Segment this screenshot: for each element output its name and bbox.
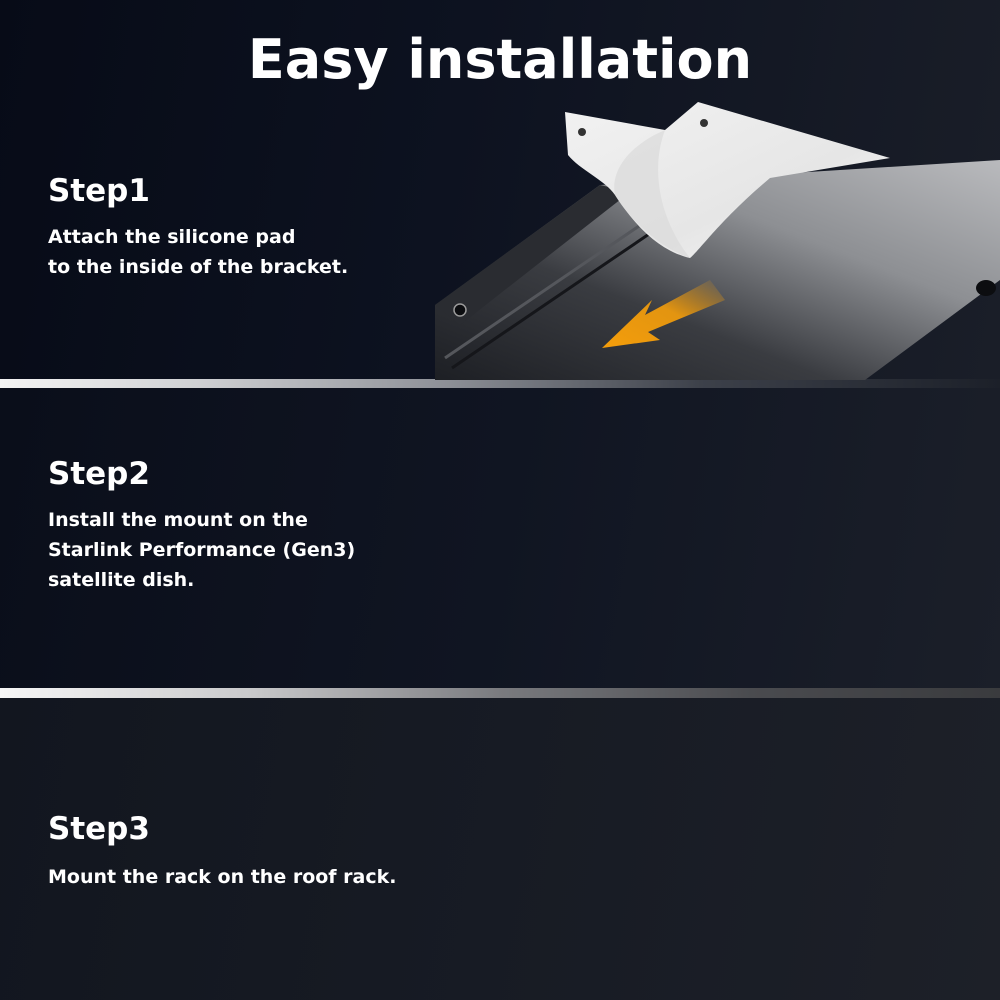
section-divider (0, 688, 1000, 698)
step1-desc-line1: Attach the silicone pad (48, 226, 296, 248)
step3-desc-line1: Mount the rack on the roof rack. (48, 866, 397, 888)
step2-text: Step2 Install the mount on the Starlink … (48, 455, 355, 595)
page-title: Easy installation (247, 28, 753, 91)
step2-title: Step2 (48, 456, 150, 492)
step2-desc-line1: Install the mount on the (48, 509, 308, 531)
step3-text: Step3 Mount the rack on the roof rack. (48, 810, 397, 892)
step2-description: Install the mount on the Starlink Perfor… (48, 505, 355, 595)
section-divider (0, 379, 1000, 389)
step1-desc-line2: to the inside of the bracket. (48, 256, 349, 278)
step1-panel: Easy installation Step1 Attach the silic… (0, 0, 1000, 380)
silicone-pad-illustration (435, 102, 1000, 380)
step3-title: Step3 (48, 811, 150, 847)
step2-desc-line3: satellite dish. (48, 569, 195, 591)
step2-desc-line2: Starlink Performance (Gen3) (48, 539, 356, 561)
step1-text: Step1 Attach the silicone pad to the ins… (48, 172, 348, 282)
step3-description: Mount the rack on the roof rack. (48, 862, 397, 892)
step3-panel: Step3 Mount the rack on the roof rack. (0, 698, 1000, 1000)
step1-title: Step1 (48, 173, 150, 209)
step2-panel: Step2 Install the mount on the Starlink … (0, 388, 1000, 688)
step1-description: Attach the silicone pad to the inside of… (48, 222, 348, 282)
